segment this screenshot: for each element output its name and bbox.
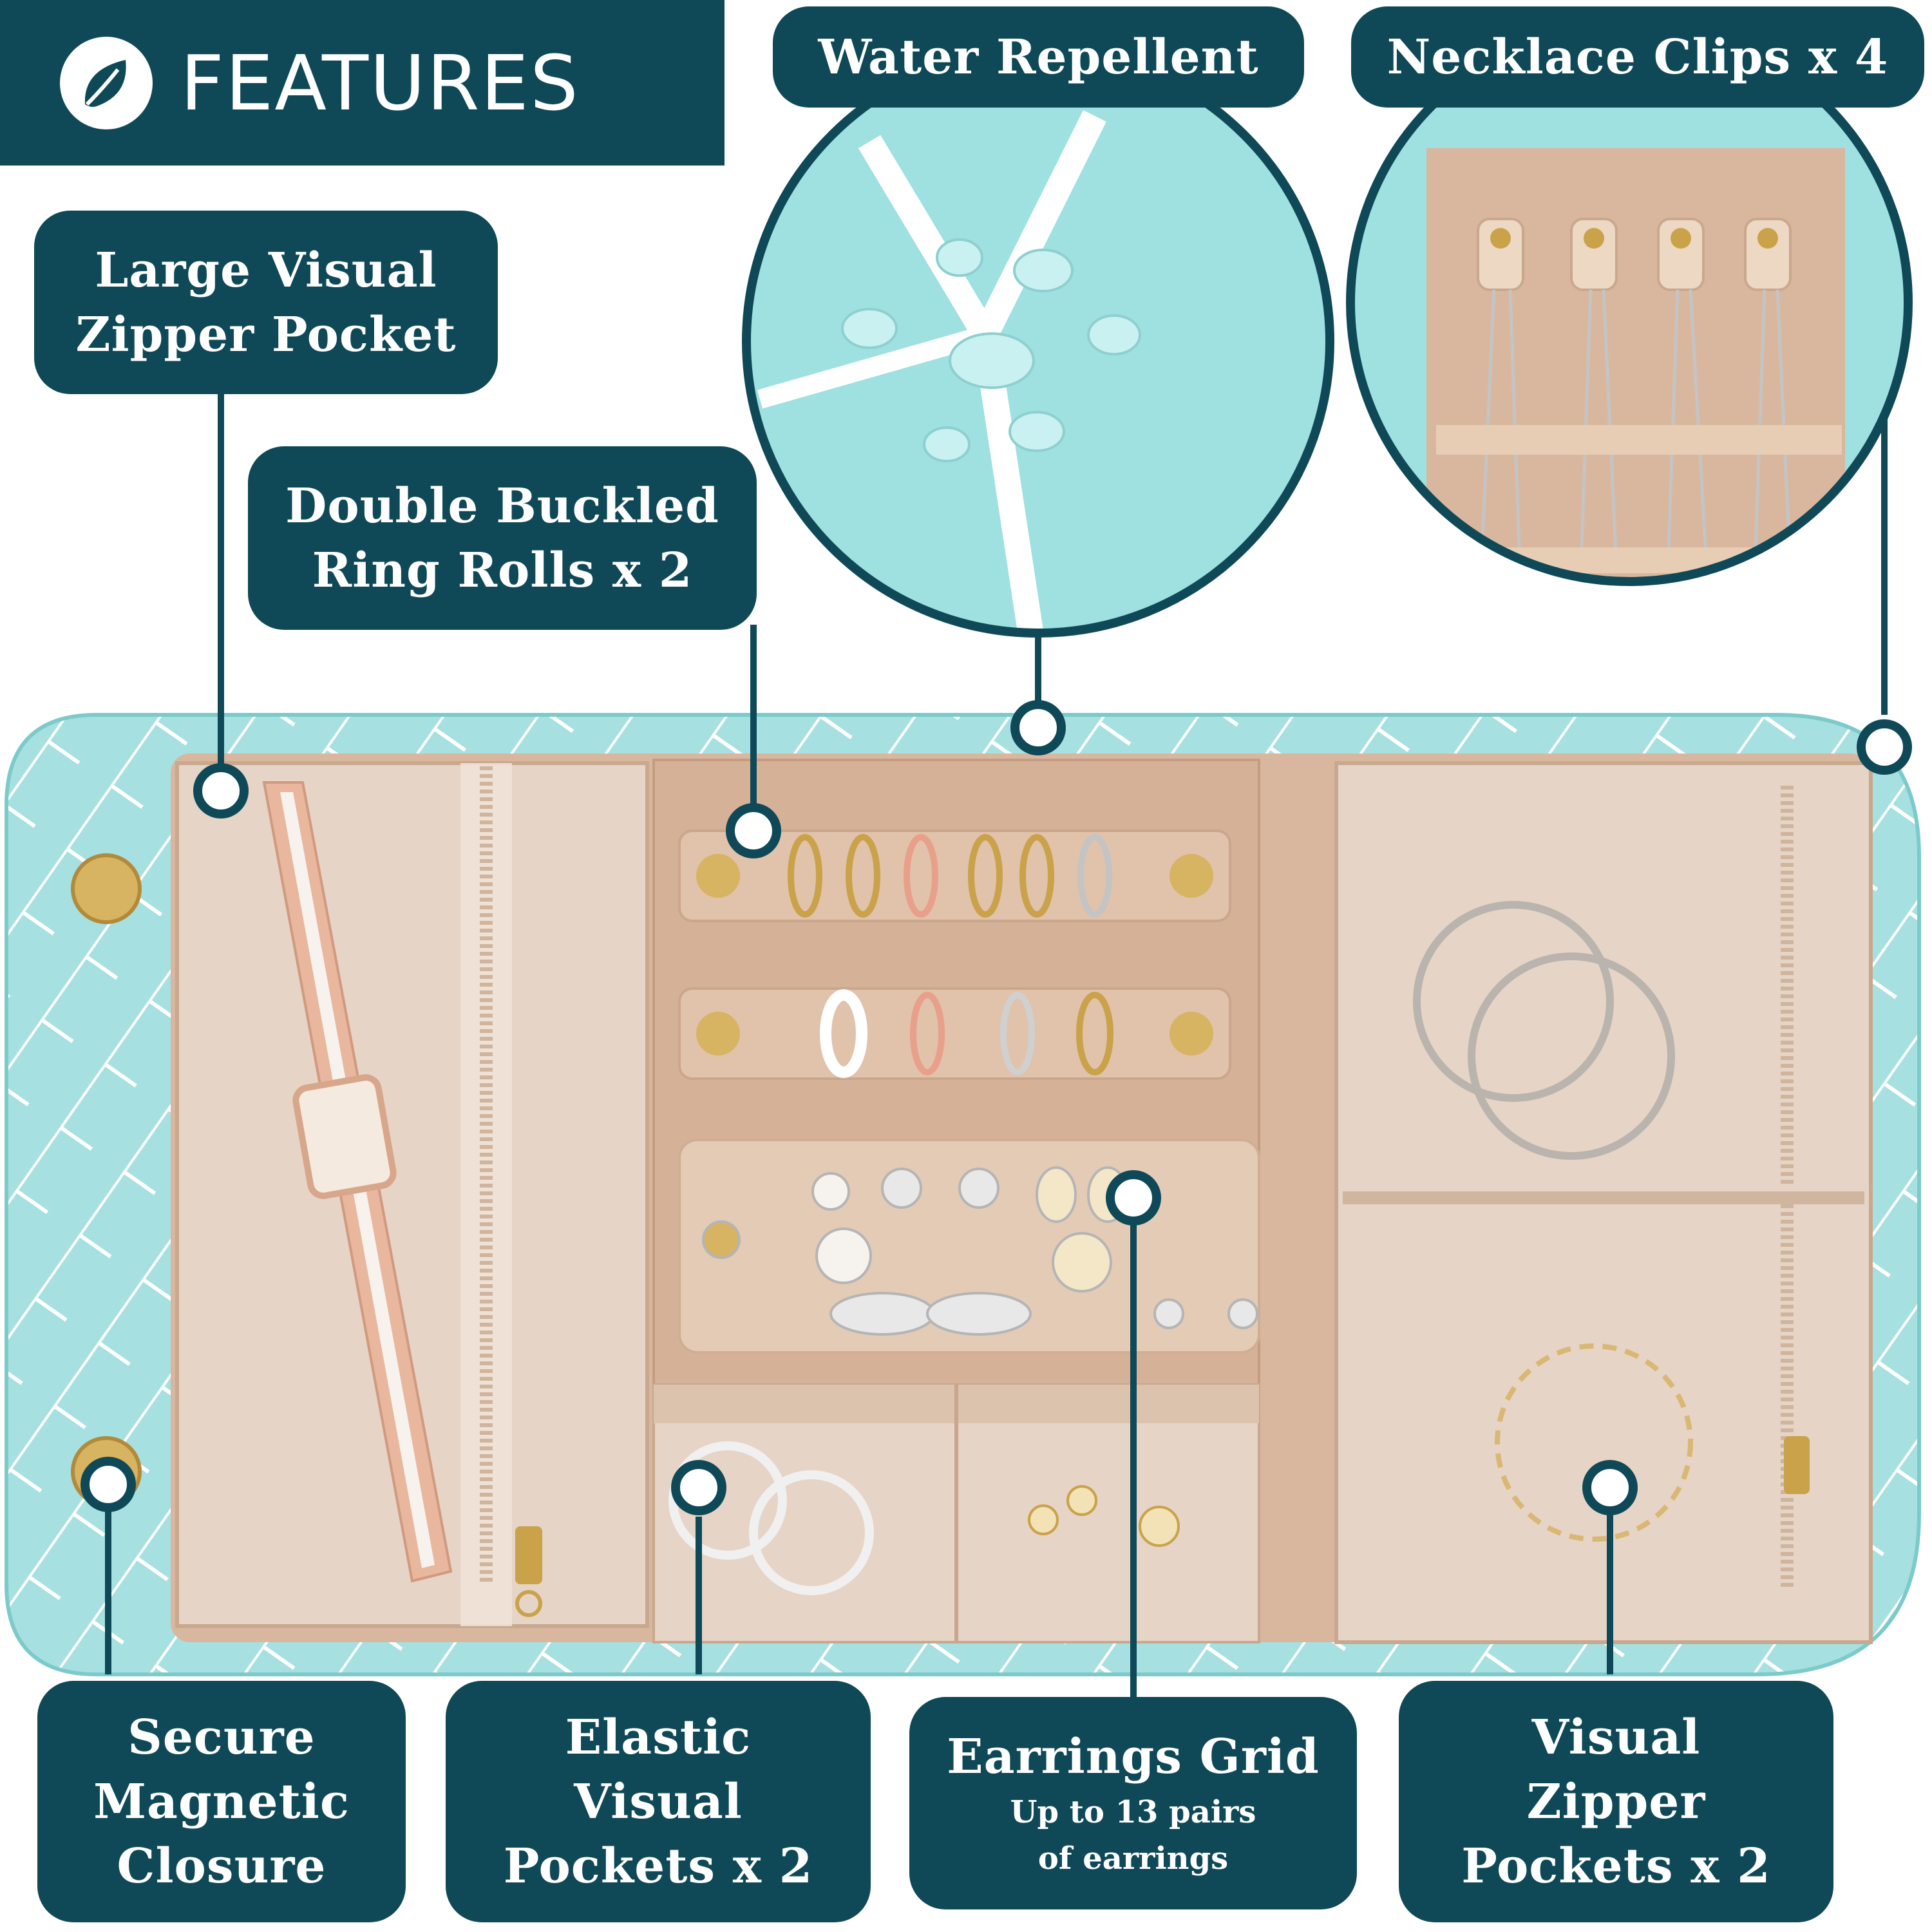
- visual-zipper-line2: Zipper: [1526, 1774, 1706, 1830]
- earrings-grid-board: [678, 1139, 1260, 1354]
- large-zipper-pocket: [71, 761, 649, 1628]
- ring-roll-1: [678, 829, 1231, 922]
- visual-zipper-line1: Visual: [1531, 1709, 1701, 1765]
- leaf-icon: [60, 36, 153, 129]
- elastic-line1: Elastic: [565, 1709, 752, 1765]
- ring-roll-2: [678, 987, 1231, 1080]
- elastic-line3: Pockets x 2: [503, 1838, 813, 1894]
- callout-water-repellent: Water Repellent: [773, 6, 1304, 108]
- water-repellent-title: Water Repellent: [818, 29, 1259, 85]
- earrings-grid-sub1: Up to 13 pairs: [1010, 1794, 1256, 1830]
- necklace-clips-circle: [1346, 19, 1913, 715]
- callout-visual-zipper-pockets: Visual Zipper Pockets x 2: [1399, 1681, 1833, 1922]
- callout-anchors: [80, 700, 1912, 1515]
- magnetic-line2: Magnetic: [93, 1774, 350, 1830]
- elastic-pockets: [652, 1383, 1260, 1643]
- water-repellent-circle: [742, 45, 1334, 702]
- ring-rolls-line1: Double Buckled: [285, 478, 719, 534]
- magnetic-line1: Secure: [128, 1709, 316, 1765]
- callout-necklace-clips: Necklace Clips x 4: [1351, 6, 1924, 108]
- pearl-bracelet: [1495, 1343, 1693, 1542]
- watch-illustration: [262, 781, 453, 1583]
- callout-earrings-grid: Earrings Grid Up to 13 pairs of earrings: [909, 1697, 1357, 1909]
- features-title: FEATURES: [180, 38, 580, 128]
- callout-ring-rolls: Double Buckled Ring Rolls x 2: [248, 446, 757, 630]
- elastic-line2: Visual: [574, 1774, 743, 1830]
- ring-rolls-line2: Ring Rolls x 2: [312, 542, 693, 598]
- leader-lines: [105, 393, 1613, 1697]
- zipper-pocket-line1: Large Visual: [95, 242, 437, 298]
- callout-large-zipper-pocket: Large Visual Zipper Pocket: [34, 211, 498, 394]
- magnet-snap-top: [71, 853, 142, 924]
- visual-zipper-line3: Pockets x 2: [1461, 1838, 1771, 1894]
- callout-elastic-visual-pockets: Elastic Visual Pockets x 2: [446, 1681, 871, 1922]
- features-header: FEATURES: [0, 0, 724, 166]
- earrings-grid-sub2: of earrings: [1037, 1841, 1229, 1877]
- magnetic-line3: Closure: [117, 1838, 327, 1894]
- necklace-clips-title: Necklace Clips x 4: [1387, 29, 1889, 85]
- callout-secure-magnetic-closure: Secure Magnetic Closure: [37, 1681, 406, 1922]
- middle-panel: [652, 759, 1260, 1643]
- bangles: [1413, 901, 1675, 1160]
- zipper-pocket-line2: Zipper Pocket: [75, 307, 457, 363]
- earrings-grid-title: Earrings Grid: [947, 1729, 1320, 1785]
